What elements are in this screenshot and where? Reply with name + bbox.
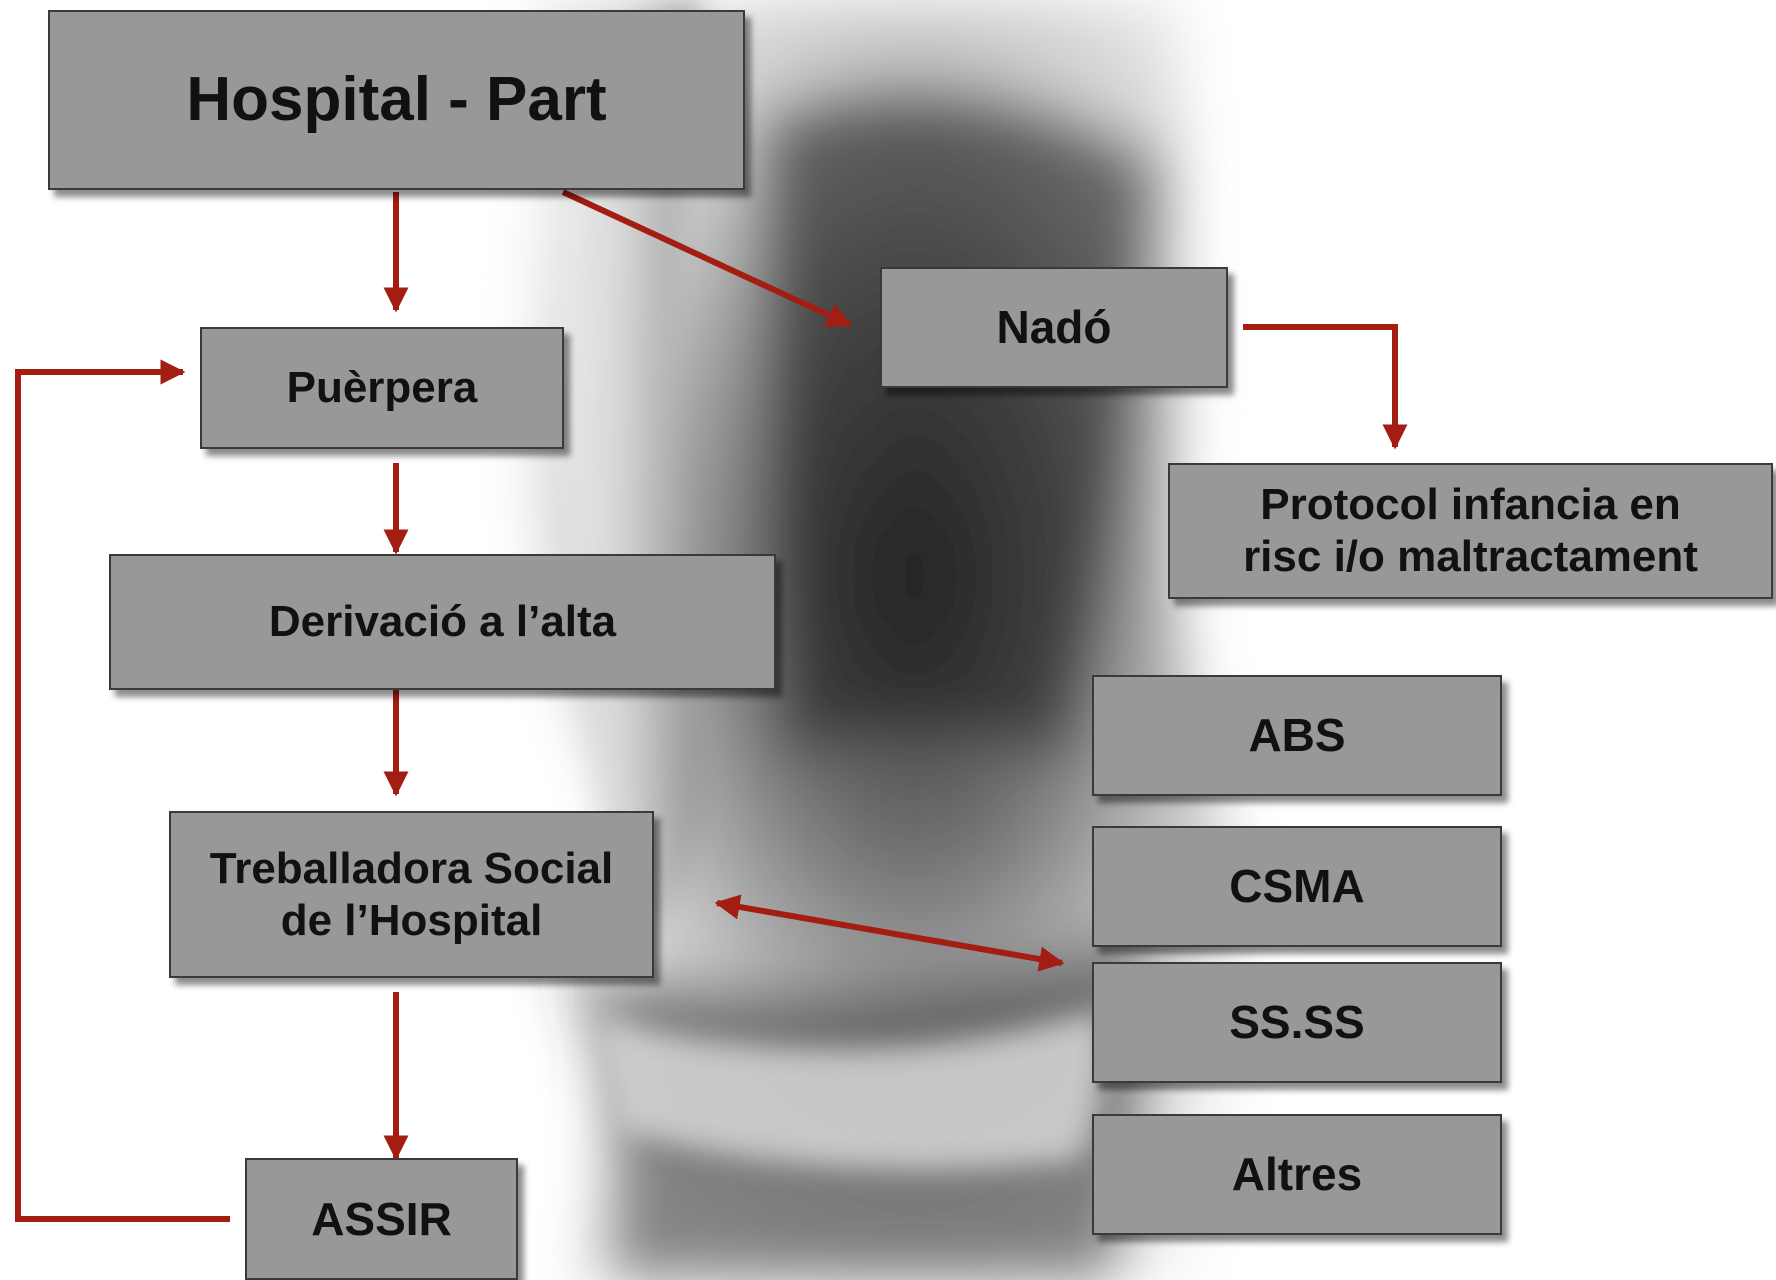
node-label: Protocol infancia en risc i/o maltractam… bbox=[1243, 479, 1698, 583]
node-label: SS.SS bbox=[1229, 995, 1365, 1049]
node-csma: CSMA bbox=[1092, 826, 1502, 947]
node-hospital-part: Hospital - Part bbox=[48, 10, 745, 190]
node-label: ASSIR bbox=[311, 1192, 452, 1246]
node-label: CSMA bbox=[1229, 859, 1364, 913]
node-label: Puèrpera bbox=[287, 362, 478, 414]
node-protocol-infancia: Protocol infancia en risc i/o maltractam… bbox=[1168, 463, 1773, 599]
arrow-treballadora-csma-bidirectional bbox=[717, 903, 1062, 963]
node-label: Hospital - Part bbox=[186, 63, 606, 136]
node-derivacio-alta: Derivació a l’alta bbox=[109, 554, 776, 690]
node-label: Derivació a l’alta bbox=[269, 596, 616, 648]
node-label: Altres bbox=[1232, 1147, 1362, 1201]
arrow-assir-to-puerpera bbox=[18, 372, 230, 1219]
node-treballadora-social: Treballadora Social de l’Hospital bbox=[169, 811, 654, 978]
node-nado: Nadó bbox=[880, 267, 1228, 388]
node-altres: Altres bbox=[1092, 1114, 1502, 1235]
node-abs: ABS bbox=[1092, 675, 1502, 796]
node-label: Treballadora Social de l’Hospital bbox=[210, 843, 614, 947]
node-puerpera: Puèrpera bbox=[200, 327, 564, 449]
node-ssss: SS.SS bbox=[1092, 962, 1502, 1083]
node-assir: ASSIR bbox=[245, 1158, 518, 1280]
arrow-nado-to-protocol bbox=[1243, 327, 1395, 447]
arrow-hospital-to-nado bbox=[563, 192, 850, 325]
node-label: Nadó bbox=[997, 300, 1112, 354]
node-label: ABS bbox=[1248, 708, 1345, 762]
